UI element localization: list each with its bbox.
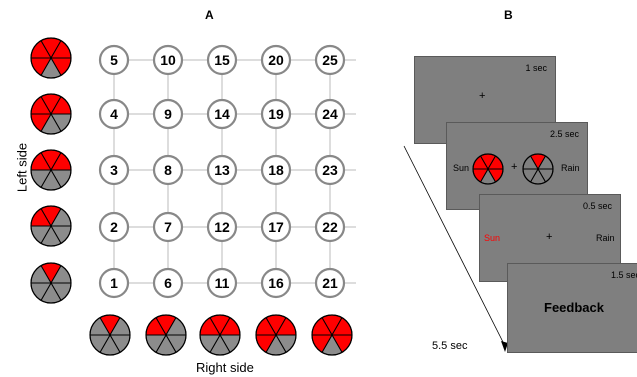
node-number: 25 — [322, 52, 338, 68]
node-circle — [260, 211, 292, 243]
cue-pies — [472, 153, 554, 185]
pie-outline — [255, 314, 297, 356]
cue-pie-right — [522, 153, 554, 185]
pie-outline — [89, 314, 131, 356]
node-number: 2 — [110, 219, 118, 235]
node-number: 10 — [160, 52, 176, 68]
node-number: 15 — [214, 52, 230, 68]
panel-b-label: B — [504, 8, 513, 22]
node-number: 11 — [215, 275, 230, 291]
node-circle — [314, 267, 346, 299]
right-cue-pie — [311, 314, 353, 356]
right-cue-pie — [145, 314, 187, 356]
node-circle — [314, 211, 346, 243]
right-cue-pie — [255, 314, 297, 356]
node-number: 7 — [164, 219, 172, 235]
time-arrow-head — [501, 341, 508, 352]
left-cue-pie — [30, 205, 72, 247]
node-number: 19 — [268, 106, 284, 122]
node-number: 23 — [322, 162, 338, 178]
node-circle — [260, 98, 292, 130]
node-circle — [152, 267, 184, 299]
x-axis-label: Right side — [196, 360, 254, 375]
node-circle — [152, 98, 184, 130]
cue-pie-left — [472, 153, 504, 185]
rain-choice-label: Rain — [596, 233, 615, 243]
screen-4-time: 1.5 sec — [610, 270, 637, 280]
node-circle — [260, 44, 292, 76]
total-duration: 5.5 sec — [432, 340, 468, 352]
sun-choice-label: Sun — [484, 233, 501, 243]
right-cue-pie — [89, 314, 131, 356]
node-circle — [98, 154, 130, 186]
node-circle — [98, 98, 130, 130]
node-number: 9 — [164, 106, 172, 122]
node-circle — [98, 211, 130, 243]
node-circle — [206, 211, 238, 243]
node-number: 14 — [214, 106, 230, 122]
node-circle — [260, 267, 292, 299]
screen-feedback: 1.5 sec Feedback — [507, 263, 637, 353]
pie-outline — [30, 205, 72, 247]
pie-outline — [30, 37, 72, 79]
node-number: 12 — [214, 219, 230, 235]
fixation-cross: + — [511, 161, 518, 173]
pie-outline — [30, 262, 72, 304]
pie-outline — [472, 153, 504, 185]
node-circle — [314, 98, 346, 130]
node-number: 22 — [322, 219, 338, 235]
node-circle — [152, 211, 184, 243]
node-number: 3 — [110, 162, 118, 178]
feedback-text: Feedback — [544, 300, 604, 315]
sun-label: Sun — [453, 163, 470, 173]
panel-a-label: A — [205, 8, 214, 22]
node-circle — [206, 44, 238, 76]
left-cue-pie — [30, 149, 72, 191]
pie-outline — [145, 314, 187, 356]
pie-outline — [522, 153, 554, 185]
rain-label: Rain — [561, 163, 580, 173]
time-arrow-line — [403, 145, 506, 347]
node-number: 6 — [164, 275, 172, 291]
node-circle — [206, 267, 238, 299]
left-cue-pie — [30, 93, 72, 135]
node-circle — [206, 154, 238, 186]
node-circle — [152, 154, 184, 186]
pie-outline — [30, 93, 72, 135]
node-number: 20 — [268, 52, 284, 68]
node-circle — [152, 44, 184, 76]
node-number: 8 — [164, 162, 172, 178]
fixation-cross: + — [479, 90, 486, 102]
left-cue-pie — [30, 262, 72, 304]
right-cue-pie — [199, 314, 241, 356]
node-number: 21 — [322, 275, 338, 291]
pie-outline — [30, 149, 72, 191]
y-axis-label: Left side — [14, 142, 30, 193]
pie-outline — [199, 314, 241, 356]
node-circle — [98, 267, 130, 299]
node-number: 5 — [110, 52, 118, 68]
node-number: 4 — [110, 106, 118, 122]
node-number: 16 — [268, 275, 284, 291]
node-circle — [206, 98, 238, 130]
fixation-cross: + — [546, 231, 553, 243]
node-number: 13 — [214, 162, 230, 178]
pie-outline — [311, 314, 353, 356]
left-cue-pie — [30, 37, 72, 79]
node-circle — [314, 154, 346, 186]
screen-3-time: 0.5 sec — [582, 201, 612, 211]
node-circle — [98, 44, 130, 76]
node-circle — [314, 44, 346, 76]
node-number: 1 — [110, 275, 118, 291]
node-number: 24 — [322, 106, 338, 122]
node-number: 18 — [268, 162, 284, 178]
node-circle — [260, 154, 292, 186]
node-number: 17 — [268, 219, 284, 235]
screen-2-time: 2.5 sec — [549, 129, 579, 139]
screen-1-time: 1 sec — [525, 63, 547, 73]
